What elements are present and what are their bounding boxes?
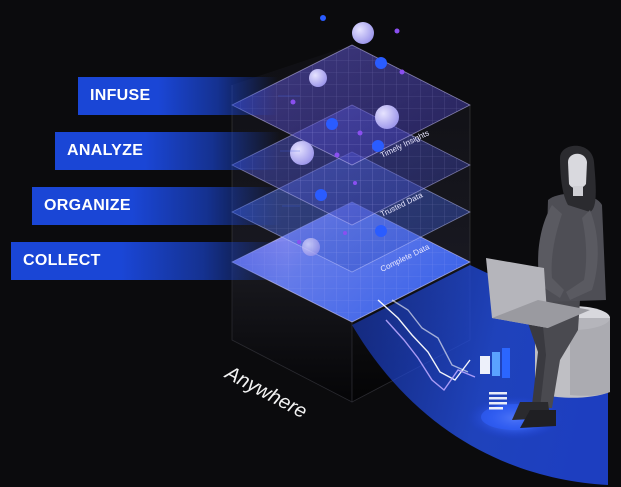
data-bubbles [290, 15, 405, 256]
layer-label-text: ANALYZE [67, 142, 144, 159]
layer-label-text: ORGANIZE [44, 197, 131, 214]
label-connectors [278, 95, 300, 207]
document-lines-icon [489, 392, 507, 410]
layer-label-text: COLLECT [23, 252, 101, 269]
layer-label-collect: COLLECT [11, 242, 286, 280]
bar-chart-icon [480, 348, 510, 378]
person-laptop-icon [486, 145, 606, 428]
layer-label-analyze: ANALYZE [55, 132, 280, 170]
layer-label-text: INFUSE [90, 87, 151, 104]
layer-label-organize: ORGANIZE [32, 187, 282, 225]
layer-label-infuse: INFUSE [78, 77, 278, 115]
trend-lines-graphic [377, 299, 476, 392]
plane-timely-insights [231, 44, 471, 166]
